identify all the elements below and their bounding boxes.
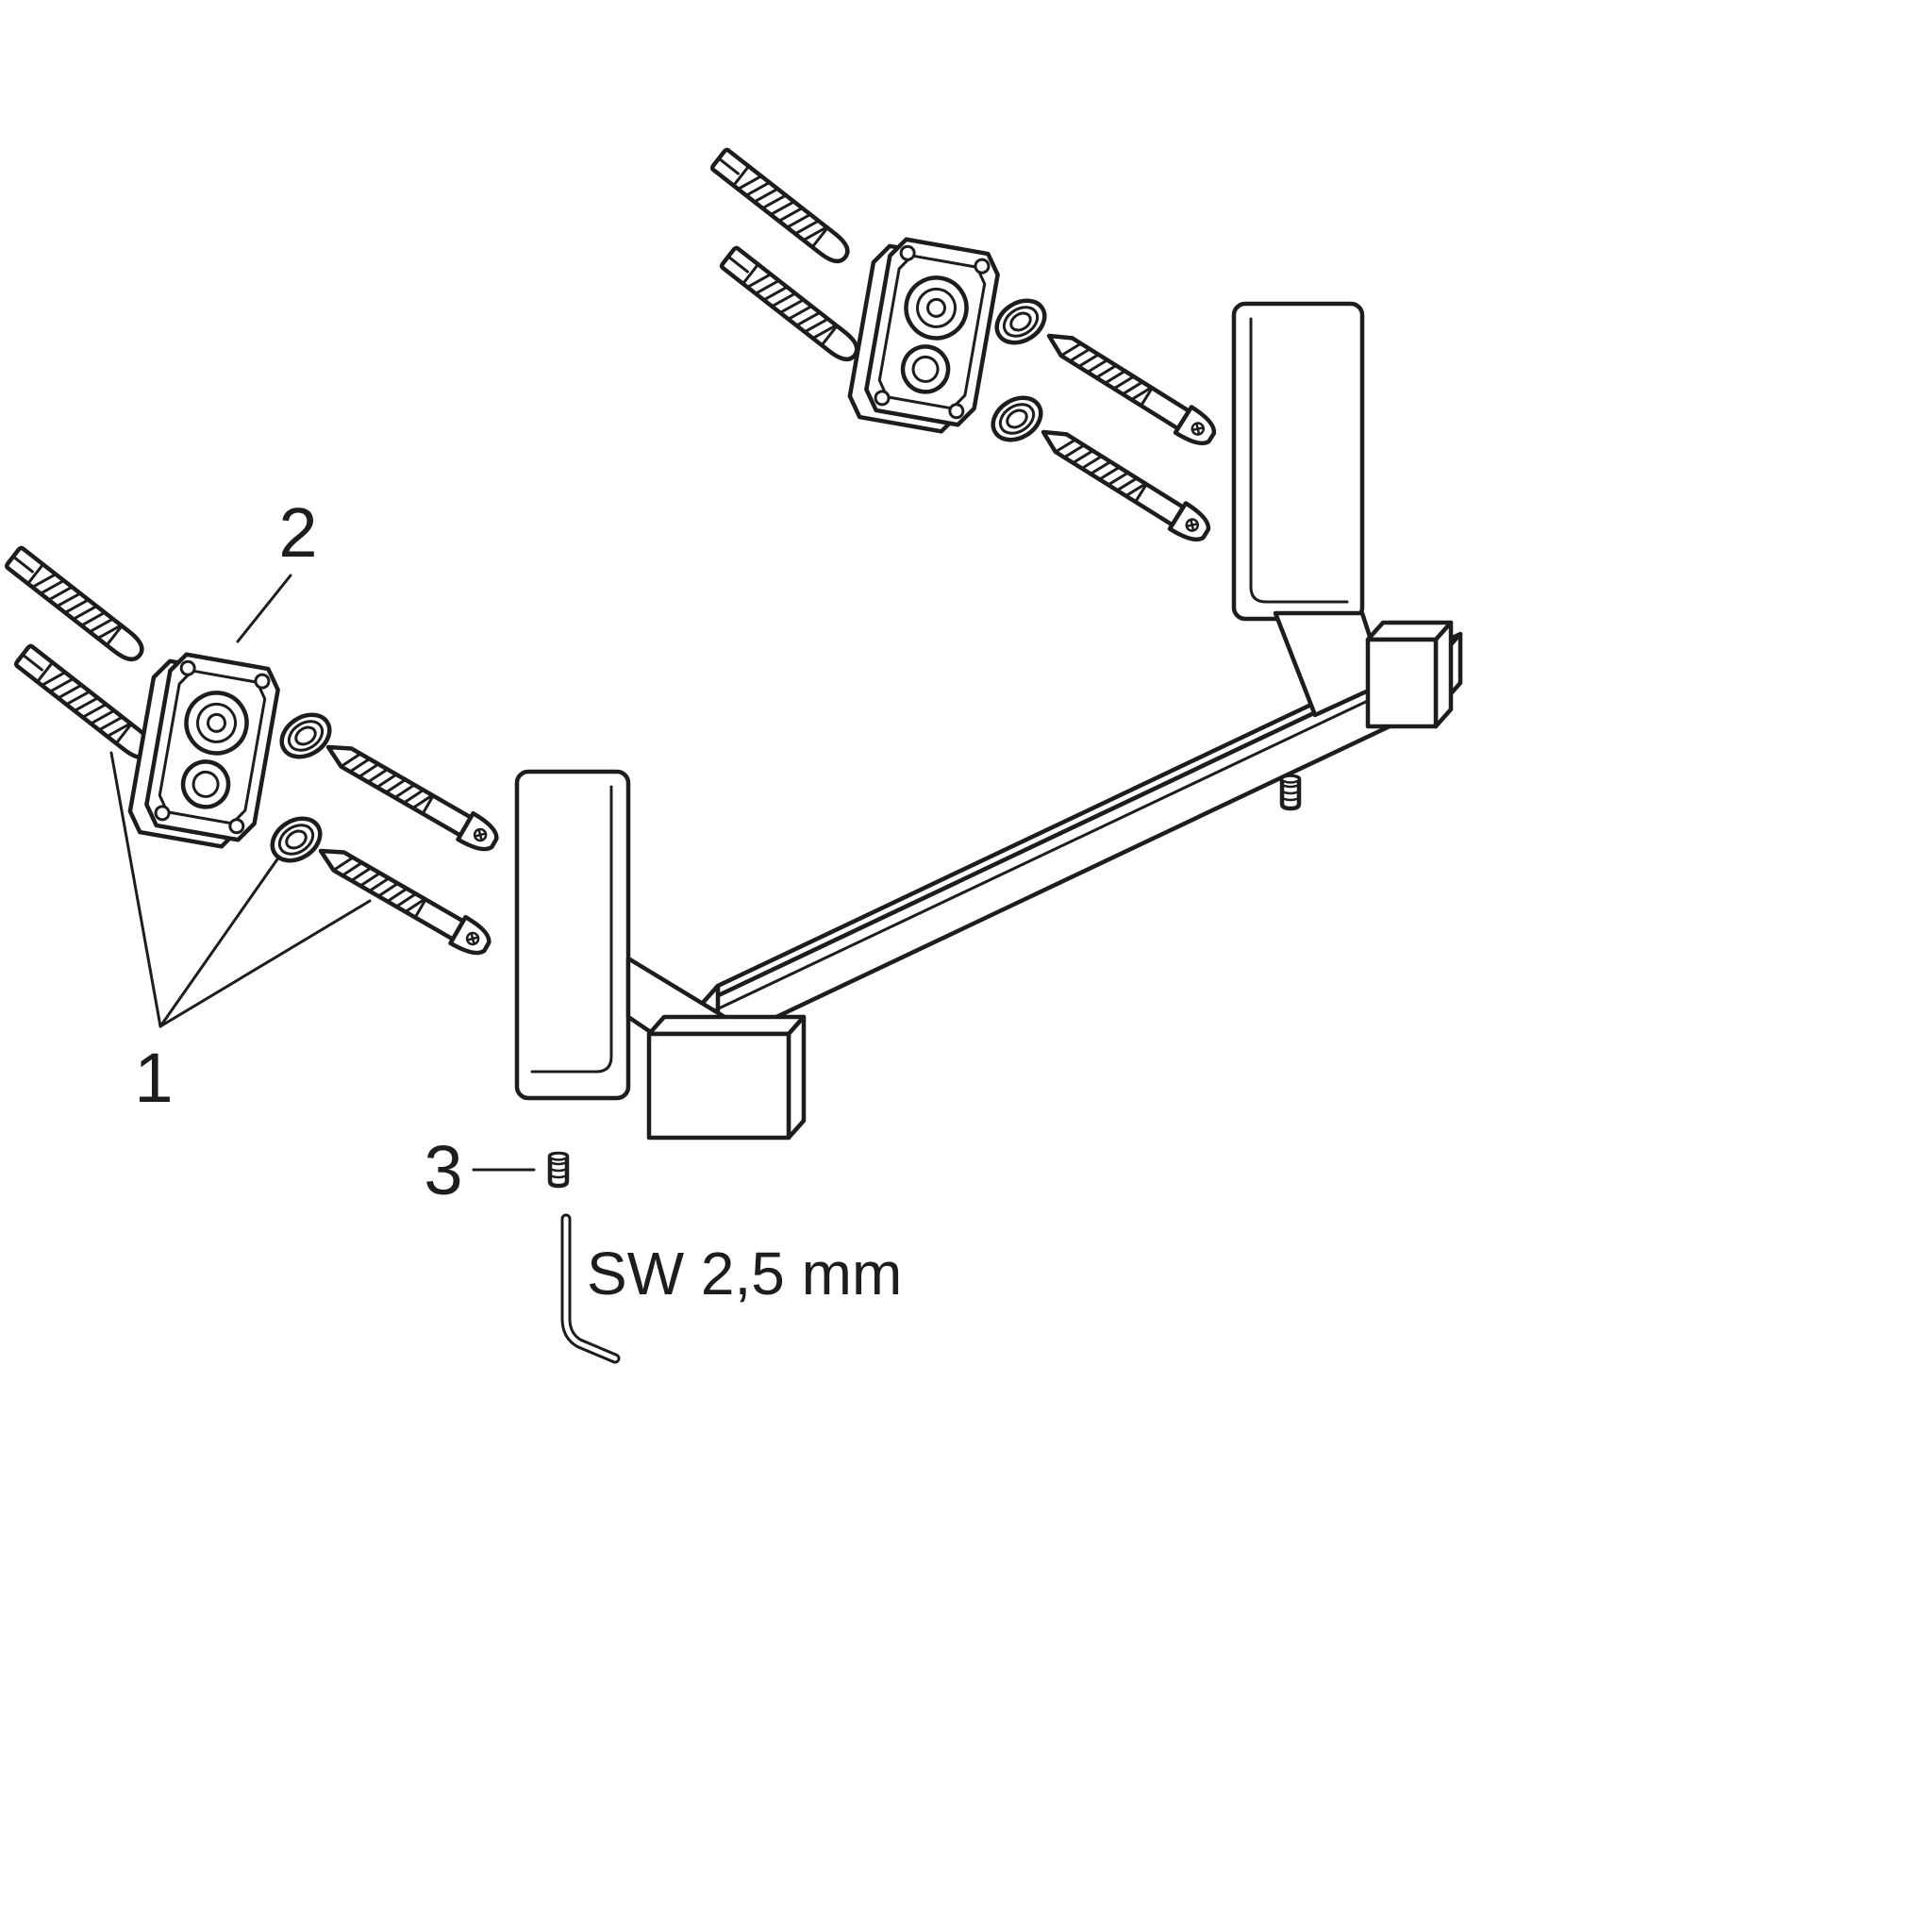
mounting-plate [846,235,1001,437]
callout-2-label: 2 [278,493,317,572]
tool-size-label: SW 2,5 mm [587,1240,902,1307]
callout-2: 2 [236,493,318,643]
end-hook-plate-left [514,769,631,1101]
mounting-plate [126,650,281,852]
callout-1: 1 [109,751,372,1117]
pan-head-screw [313,838,494,959]
wall-plug [15,645,157,763]
hex-key-note: SW 2,5 mm [560,1213,902,1364]
grub-screw-on-rail [1282,776,1299,809]
square-hook-right [1365,620,1454,729]
callout-3-label: 3 [424,1131,462,1209]
wall-plug [721,247,862,365]
grub-screw-part [550,1154,567,1187]
fixing-set-upper-right [711,149,1220,546]
washer [265,810,328,870]
pan-head-screw [1041,323,1220,450]
end-hook-plate-right [1231,301,1365,622]
callout-3: 3 [424,1131,567,1209]
pan-head-screw [321,734,502,856]
callout-1-label: 1 [134,1039,173,1117]
washer [275,707,338,766]
fixing-set-left [6,547,502,960]
hook-rail-assembly [514,301,1463,1141]
square-hook-left [646,1014,807,1141]
washer [990,292,1053,352]
washer [986,390,1049,449]
